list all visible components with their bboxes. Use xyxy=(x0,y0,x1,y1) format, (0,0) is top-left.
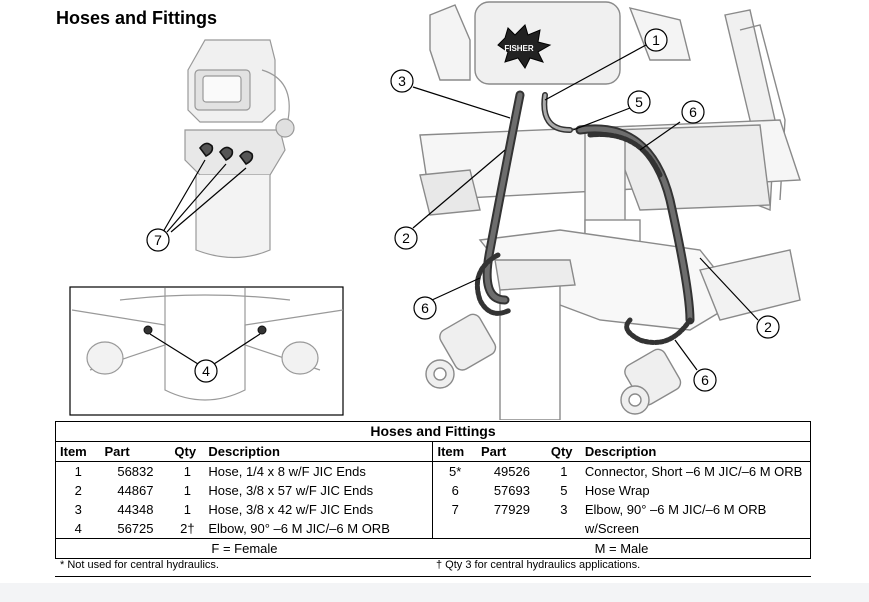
cell-description: Elbow, 90° –6 M JIC/–6 M ORB xyxy=(204,519,434,539)
cell-description: Connector, Short –6 M JIC/–6 M ORB xyxy=(580,461,811,481)
callout-label-6b: 6 xyxy=(421,300,429,316)
cell-qty: 1 xyxy=(560,464,568,479)
table-row: 1 56832 1 Hose, 1/4 x 8 w/F JIC Ends 5* … xyxy=(55,461,811,481)
header-description: Description xyxy=(580,441,811,462)
callout-label-6a: 6 xyxy=(689,104,697,120)
cell-qty xyxy=(547,519,581,539)
table-caption: Hoses and Fittings xyxy=(55,421,811,442)
cell-item: 7 xyxy=(451,502,459,517)
cell-part: 56725 xyxy=(117,521,154,536)
callout-label-2a: 2 xyxy=(402,230,410,246)
callout-6a xyxy=(681,100,705,124)
callout-5 xyxy=(627,90,651,114)
footnote-central-hydraulics: * Not used for central hydraulics. xyxy=(60,559,219,571)
header-part: Part xyxy=(476,441,547,462)
callout-7 xyxy=(146,228,170,252)
header-qty: Qty xyxy=(546,441,581,462)
callout-2a xyxy=(394,226,418,250)
callout-7-leaders xyxy=(162,159,247,233)
pump-fittings xyxy=(198,142,254,166)
cell-qty: 3 xyxy=(560,502,568,517)
cell-description-continued: w/Screen xyxy=(580,519,811,539)
cell-item: 2 xyxy=(55,481,101,500)
cell-item: 4 xyxy=(55,519,101,539)
cell-part: 57693 xyxy=(493,483,530,498)
callout-label-4: 4 xyxy=(202,363,210,379)
header-item: Item xyxy=(432,441,477,462)
cell-part: 44348 xyxy=(117,502,154,517)
callout-6b xyxy=(413,296,437,320)
inset-fittings xyxy=(143,325,267,335)
cell-item: 3 xyxy=(55,500,101,519)
page-title: Hoses and Fittings xyxy=(56,8,218,28)
cell-description: Hose Wrap xyxy=(580,481,811,500)
cell-part: 56832 xyxy=(117,464,154,479)
cell-description: Elbow, 90° –6 M JIC/–6 M ORB xyxy=(580,500,811,519)
cell-item: 6 xyxy=(451,483,459,498)
cell-qty: 1 xyxy=(183,483,191,498)
hydraulic-illustration: FISHER 1 3 5 xyxy=(69,1,801,420)
table-row: 3 44348 1 Hose, 3/8 x 42 w/F JIC Ends 7 … xyxy=(55,500,811,519)
cell-part: 49526 xyxy=(493,464,530,479)
callout-6c xyxy=(693,368,717,392)
cell-part xyxy=(477,519,547,539)
inset-drawing xyxy=(71,288,344,401)
callout-2b xyxy=(756,315,780,339)
cell-description: Hose, 1/4 x 8 w/F JIC Ends xyxy=(204,461,434,481)
cell-item: 1 xyxy=(55,461,101,481)
legend-male: M = Male xyxy=(432,538,811,559)
callout-circles xyxy=(146,28,780,392)
hoses xyxy=(474,90,695,345)
cell-qty: 1 xyxy=(183,502,191,517)
header-description: Description xyxy=(204,441,434,462)
callout-leaders xyxy=(412,44,759,371)
callout-label-7: 7 xyxy=(154,232,162,248)
callout-1 xyxy=(644,28,668,52)
cell-qty: 1 xyxy=(183,464,191,479)
header-qty: Qty xyxy=(170,441,205,462)
page-bottom-band xyxy=(0,583,869,602)
callout-label-6c: 6 xyxy=(701,372,709,388)
cell-description: Hose, 3/8 x 42 w/F JIC Ends xyxy=(204,500,434,519)
parts-table: Hoses and Fittings Item Part Qty Descrip… xyxy=(54,421,811,559)
cell-part: 44867 xyxy=(117,483,154,498)
header-part: Part xyxy=(100,441,171,462)
cell-part: 77929 xyxy=(493,502,530,517)
cell-item xyxy=(433,519,477,539)
callout-label-2b: 2 xyxy=(764,319,772,335)
logo-text: FISHER xyxy=(504,44,534,53)
legend-row: F = Female M = Male xyxy=(54,538,811,559)
callout-label-1: 1 xyxy=(652,32,660,48)
cell-qty: 2† xyxy=(180,521,195,536)
footnotes: * Not used for central hydraulics. † Qty… xyxy=(55,557,811,577)
fisher-logo: FISHER xyxy=(497,24,552,69)
callout-3 xyxy=(390,69,414,93)
callout-4 xyxy=(194,359,218,383)
header-item: Item xyxy=(55,441,101,462)
footnote-qty: † Qty 3 for central hydraulics applicati… xyxy=(436,559,641,571)
table-row: 4 56725 2† Elbow, 90° –6 M JIC/–6 M ORB … xyxy=(55,519,811,539)
table-row: 2 44867 1 Hose, 3/8 x 57 w/F JIC Ends 6 … xyxy=(55,481,811,500)
callout-label-5: 5 xyxy=(635,94,643,110)
cell-qty: 5 xyxy=(560,483,568,498)
cell-description: Hose, 3/8 x 57 w/F JIC Ends xyxy=(204,481,434,500)
cell-item: 5* xyxy=(449,464,462,479)
callout-label-3: 3 xyxy=(398,73,406,89)
legend-female: F = Female xyxy=(54,538,433,559)
